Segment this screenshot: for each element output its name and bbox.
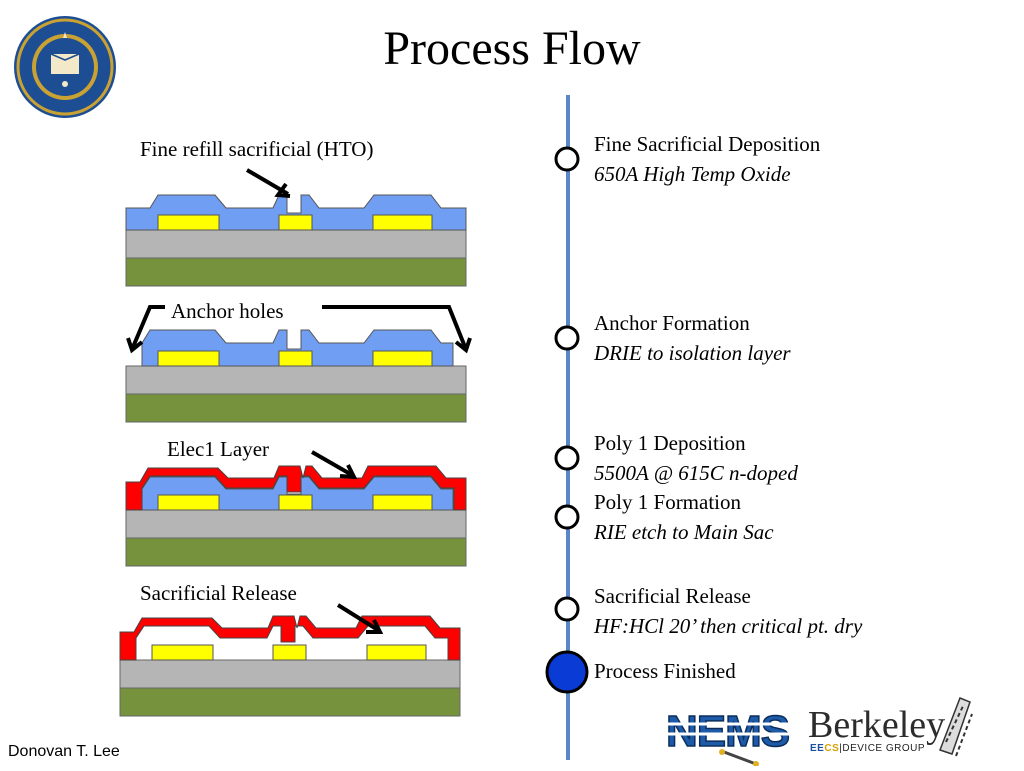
step-detail: RIE etch to Main Sac: [594, 520, 774, 544]
isolation-layer: [125, 365, 467, 395]
cross-section-elec1-layer: [125, 450, 467, 567]
electrode: [372, 494, 433, 511]
step-name: Anchor Formation: [594, 311, 750, 335]
bracket-arrow-left: [131, 305, 165, 348]
timeline-node-finished: [545, 650, 589, 694]
nems-berkeley-logo: NEMS: [664, 690, 976, 767]
step-poly1-formation: Poly 1 Formation RIE etch to Main Sac: [594, 487, 774, 547]
timeline-node: [554, 146, 580, 172]
electrode: [372, 214, 433, 231]
author-name: Donovan T. Lee: [8, 743, 120, 760]
arrowhead: [454, 337, 472, 354]
substrate-layer: [119, 687, 461, 717]
step-name: Process Finished: [594, 659, 736, 683]
arrow: [336, 603, 380, 632]
step-process-finished: Process Finished: [594, 656, 736, 686]
electrode: [272, 644, 307, 661]
poly-layer: [125, 465, 467, 511]
step-anchor-formation: Anchor Formation DRIE to isolation layer: [594, 308, 791, 368]
timeline-node: [554, 596, 580, 622]
caption-elec1-layer: Elec1 Layer: [167, 437, 270, 461]
electrode: [278, 494, 313, 511]
arrowhead: [274, 182, 291, 198]
arrowhead: [126, 337, 144, 354]
bracket-arrow-right: [322, 305, 467, 348]
electrode: [278, 214, 313, 231]
electrode: [151, 644, 214, 661]
cross-section-anchor-holes: [125, 305, 472, 423]
timeline-node: [554, 504, 580, 530]
university-seal-logo: [14, 16, 116, 118]
arrowhead: [339, 464, 358, 480]
arrowhead: [366, 619, 384, 634]
nems-logo-graphic: NEMS: [665, 697, 973, 767]
electrode: [157, 350, 220, 367]
electrode: [157, 494, 220, 511]
step-detail: 5500A @ 615C n-doped: [594, 461, 798, 485]
step-poly1-deposition: Poly 1 Deposition 5500A @ 615C n-doped: [594, 428, 798, 488]
timeline-node: [554, 325, 580, 351]
electrode: [366, 644, 427, 661]
step-detail: DRIE to isolation layer: [594, 341, 791, 365]
step-sacrificial-release: Sacrificial Release HF:HCl 20’ then crit…: [594, 581, 862, 641]
cross-section-fine-refill: [125, 168, 467, 287]
caption-sacrificial-release: Sacrificial Release: [140, 581, 297, 605]
step-name: Poly 1 Deposition: [594, 431, 746, 455]
step-detail: 650A High Temp Oxide: [594, 162, 791, 186]
cross-section-sacrificial-release: [119, 603, 461, 717]
caption-fine-refill: Fine refill sacrificial (HTO): [140, 137, 374, 161]
process-timeline: [545, 95, 589, 760]
electrode: [278, 350, 313, 367]
step-name: Poly 1 Formation: [594, 490, 742, 514]
substrate-layer: [125, 257, 467, 287]
caption-anchor-holes: Anchor holes: [171, 299, 284, 323]
substrate-layer: [125, 537, 467, 567]
poly-layer: [119, 615, 461, 661]
step-detail: HF:HCl 20’ then critical pt. dry: [594, 614, 863, 638]
isolation-layer: [119, 659, 461, 689]
step-fine-sacrificial-deposition: Fine Sacrificial Deposition 650A High Te…: [594, 129, 820, 189]
electrode: [157, 214, 220, 231]
substrate-layer: [125, 393, 467, 423]
eecs-device-group: EECS|DEVICE GROUP: [810, 743, 926, 754]
page-title: Process Flow: [383, 22, 641, 75]
electrode: [372, 350, 433, 367]
nems-text: NEMS: [666, 707, 789, 756]
step-name: Fine Sacrificial Deposition: [594, 132, 821, 156]
timeline-node: [554, 445, 580, 471]
arrow: [311, 450, 353, 477]
berkeley-wordmark: Berkeley: [808, 704, 946, 746]
isolation-layer: [125, 229, 467, 259]
step-name: Sacrificial Release: [594, 584, 751, 608]
isolation-layer: [125, 509, 467, 539]
